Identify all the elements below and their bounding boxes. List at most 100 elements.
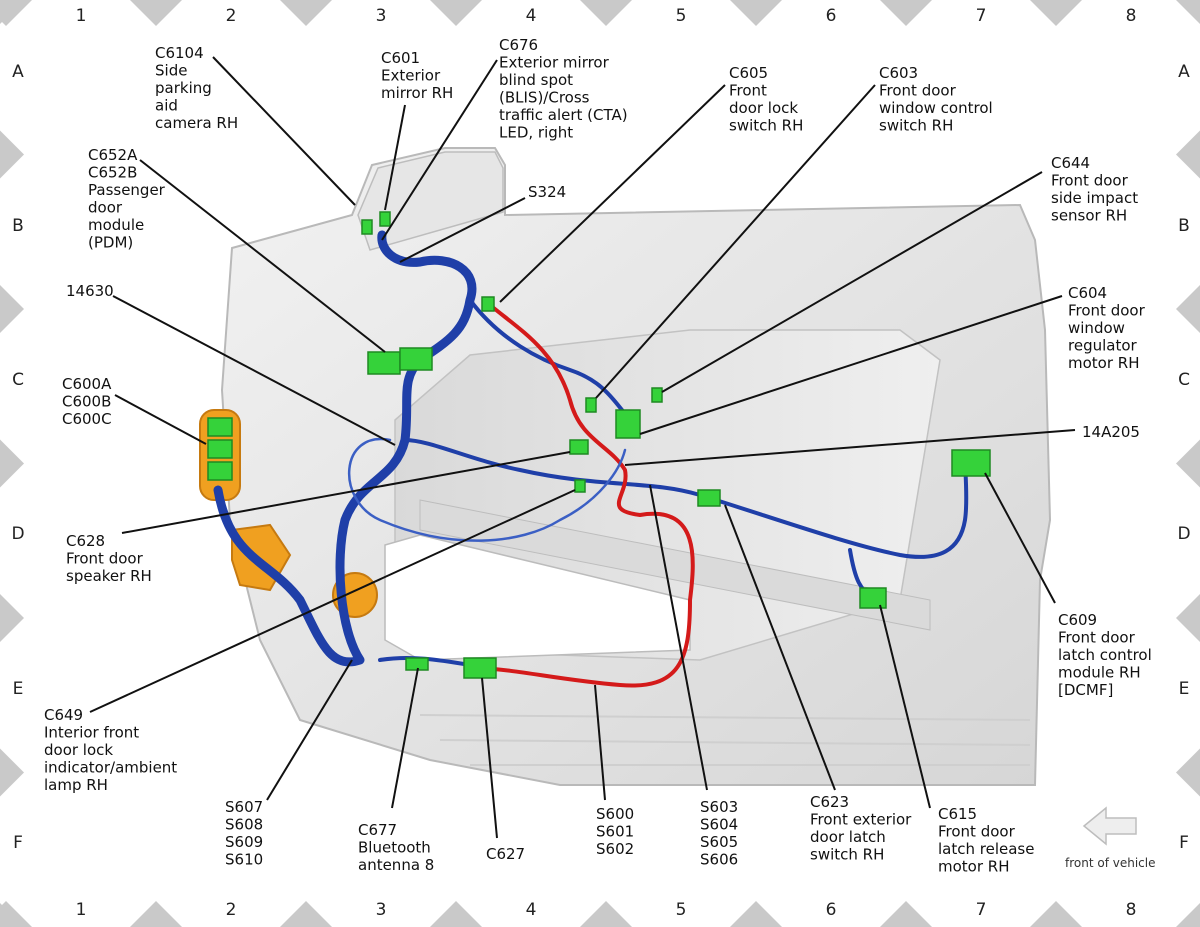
grid-marker <box>0 594 24 642</box>
callout-line: Passenger <box>88 181 166 199</box>
callout-line: door lock <box>729 99 798 117</box>
leader-c676 <box>381 59 498 241</box>
callout-line: window <box>1068 319 1125 337</box>
callout-line: Front exterior <box>810 811 912 829</box>
row-label-right-D: D <box>1177 524 1190 544</box>
leader-14a205 <box>624 429 1076 466</box>
c600-connector-1 <box>207 417 233 437</box>
grid-marker <box>1030 901 1082 927</box>
leader-s600 <box>594 684 606 801</box>
callout-line: Front door <box>66 550 144 568</box>
callout-line: parking <box>155 79 212 97</box>
callout-line: C623 <box>810 793 849 811</box>
callout-line: C615 <box>938 805 977 823</box>
callout-line: Front door <box>879 82 957 100</box>
grid-marker <box>130 0 182 26</box>
row-label-left-F: F <box>13 833 23 853</box>
grid-marker <box>0 0 24 24</box>
callout-line: C676 <box>499 36 538 54</box>
grid-marker <box>0 748 24 797</box>
grid-marker <box>1176 285 1200 333</box>
leader-s603 <box>649 484 708 791</box>
grid-marker <box>1030 0 1082 26</box>
callout-line: Exterior mirror <box>499 54 610 72</box>
callout-line: C644 <box>1051 154 1090 172</box>
c603-connector <box>585 397 597 413</box>
grid-marker <box>730 901 782 927</box>
callout-line: Bluetooth <box>358 839 431 857</box>
c6104-connector <box>361 219 373 235</box>
branch-to-regulator <box>468 298 632 422</box>
leader-c605 <box>499 84 726 303</box>
callout-line: C652A <box>88 146 138 164</box>
callout-line: Interior front <box>44 724 139 742</box>
callout-line: window control <box>879 99 993 117</box>
c623-connector <box>697 489 721 507</box>
branch-to-latch <box>403 438 969 559</box>
callout-line: aid <box>155 97 178 115</box>
callout-line: Side <box>155 62 187 80</box>
callout-line: door lock <box>44 741 113 759</box>
callout-line: C600B <box>62 393 111 411</box>
col-label-bottom-5: 5 <box>676 900 687 920</box>
callout-line: door <box>88 199 123 217</box>
leader-c623 <box>724 504 836 791</box>
callout-line: (BLIS)/Cross <box>499 89 590 107</box>
leader-c603 <box>595 84 876 399</box>
col-label-top-5: 5 <box>676 6 687 26</box>
leader-c6104 <box>212 56 356 206</box>
callout-line: motor RH <box>938 858 1009 876</box>
callout-line: switch RH <box>810 846 884 864</box>
callout-line: antenna 8 <box>358 856 434 874</box>
callout-s324: S324 <box>528 183 566 201</box>
harness <box>213 230 969 688</box>
callout-line: side impact <box>1051 189 1138 207</box>
callout-line: S604 <box>700 816 738 834</box>
callout-line: S602 <box>596 840 634 858</box>
row-label-right-F: F <box>1179 833 1189 853</box>
row-label-right-C: C <box>1178 370 1190 390</box>
callout-line: C6104 <box>155 44 204 62</box>
front-of-vehicle-label: front of vehicle <box>1065 856 1155 870</box>
callout-line: Front door <box>1068 302 1146 320</box>
col-label-bottom-4: 4 <box>526 900 537 920</box>
leader-c677 <box>391 667 419 809</box>
leader-c609 <box>984 472 1056 604</box>
grid-marker <box>580 901 632 927</box>
callout-line: S607 <box>225 798 263 816</box>
grid-marker <box>0 130 24 179</box>
leader-c628 <box>121 451 571 534</box>
callout-line: C628 <box>66 532 105 550</box>
c628-connector <box>569 439 589 455</box>
grid-marker <box>430 901 482 927</box>
grid-marker <box>1176 439 1200 488</box>
callout-c627: C627 <box>486 845 525 863</box>
leader-c649 <box>89 489 576 713</box>
col-label-top-4: 4 <box>526 6 537 26</box>
col-label-top-7: 7 <box>976 6 987 26</box>
callout-line: 14A205 <box>1082 423 1140 441</box>
leader-lines <box>89 56 1076 839</box>
intrusion-beam <box>419 499 931 631</box>
c600-connector-2 <box>207 439 233 459</box>
callout-line: C652B <box>88 164 137 182</box>
connectors <box>207 211 991 679</box>
col-label-bottom-8: 8 <box>1126 900 1137 920</box>
c615-connector <box>859 587 887 609</box>
grid-marker <box>880 901 932 927</box>
col-label-bottom-7: 7 <box>976 900 987 920</box>
